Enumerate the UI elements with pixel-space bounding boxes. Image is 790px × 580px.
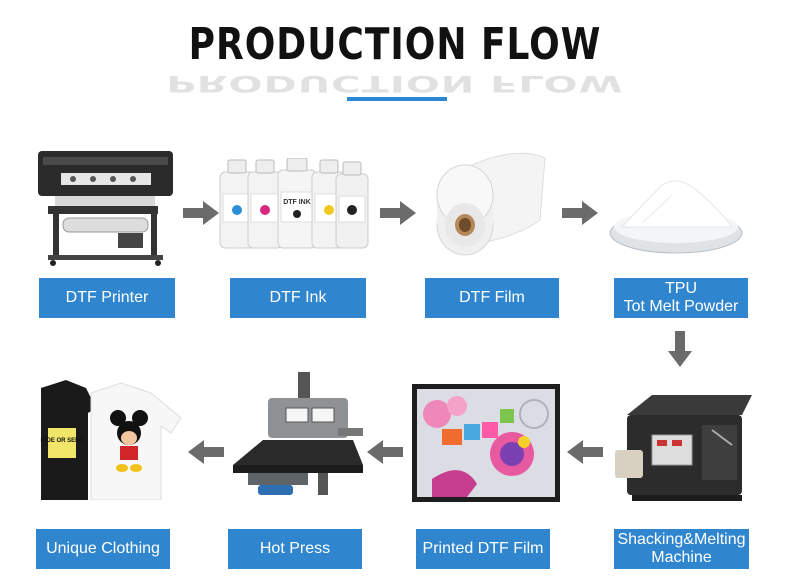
- tpu-powder-image: [607, 175, 745, 257]
- step-label-dtf-printer: DTF Printer: [39, 278, 175, 318]
- arrow-left-icon: [188, 440, 224, 464]
- title-underline: [347, 97, 447, 101]
- step-label-tpu-powder: TPU Tot Melt Powder: [614, 278, 748, 318]
- printed-film-image: [412, 384, 560, 502]
- arrow-right-icon: [183, 201, 219, 225]
- label-line-2: Tot Melt Powder: [624, 298, 739, 316]
- title-reflection: PRODUCTION FLOW: [0, 70, 790, 95]
- step-label-printed-film: Printed DTF Film: [416, 529, 550, 569]
- page-title: PRODUCTION FLOW: [0, 20, 790, 70]
- tshirt-text: HIDE OR SEEK: [40, 438, 84, 444]
- label-line-1: Shacking&Melting: [617, 531, 745, 549]
- arrow-right-icon: [562, 201, 598, 225]
- step-label-dtf-film: DTF Film: [425, 278, 559, 318]
- ink-bottle-text: DTF INK: [283, 199, 311, 206]
- dtf-printer-image: [33, 143, 178, 268]
- arrow-right-icon: [380, 201, 416, 225]
- heat-press-image: [228, 370, 368, 500]
- tshirts-image: HIDE OR SEEK: [36, 378, 184, 500]
- shaker-machine-image: [612, 390, 752, 505]
- step-label-unique-clothing: Unique Clothing: [36, 529, 170, 569]
- label-line-2: Machine: [651, 549, 711, 567]
- arrow-down-icon: [668, 331, 692, 367]
- step-label-shaker-machine: Shacking&Melting Machine: [614, 529, 749, 569]
- arrow-left-icon: [367, 440, 403, 464]
- dtf-ink-bottles-image: DTF INK: [218, 158, 370, 250]
- arrow-left-icon: [567, 440, 603, 464]
- dtf-film-roll-image: [425, 150, 550, 262]
- step-label-dtf-ink: DTF Ink: [230, 278, 366, 318]
- label-line-1: TPU: [665, 280, 697, 298]
- step-label-hot-press: Hot Press: [228, 529, 362, 569]
